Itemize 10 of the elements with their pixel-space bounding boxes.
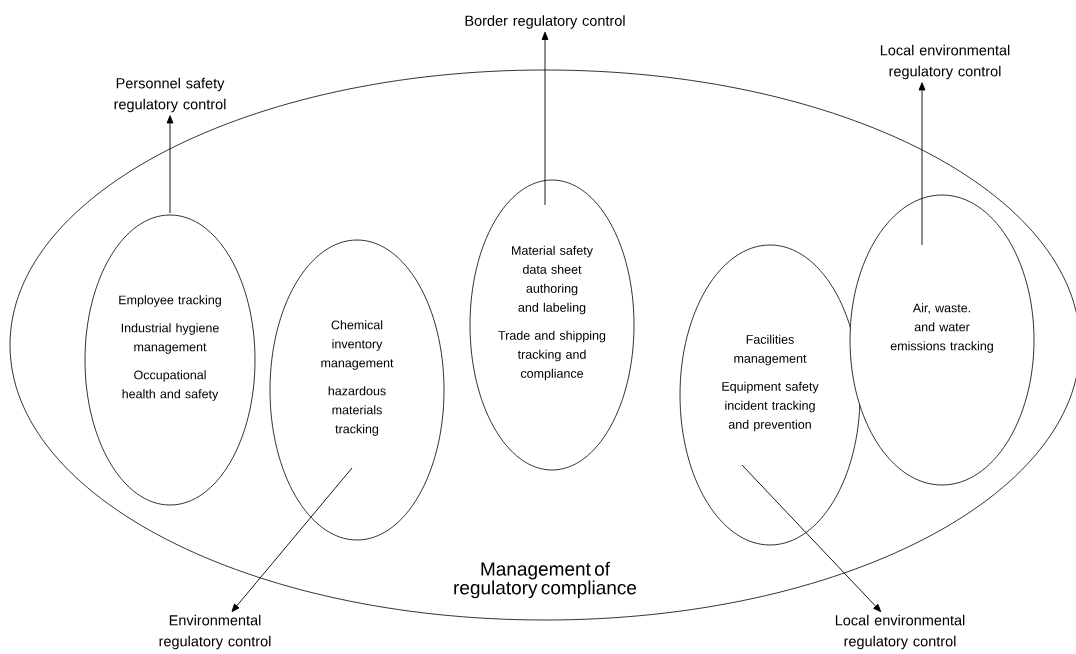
control-label: Environmental regulatory control	[159, 614, 271, 650]
control-label: Personnel safety regulatory control	[114, 77, 226, 113]
control-label: Local environmental regulatory control	[880, 44, 1010, 80]
arrow	[918, 82, 926, 246]
arrow	[166, 115, 174, 214]
control-label: Local environmental regulatory control	[835, 614, 965, 650]
arrow	[541, 31, 549, 206]
arrow	[231, 467, 353, 613]
arrow	[741, 464, 882, 613]
control-label: Border regulatory control	[465, 15, 625, 29]
